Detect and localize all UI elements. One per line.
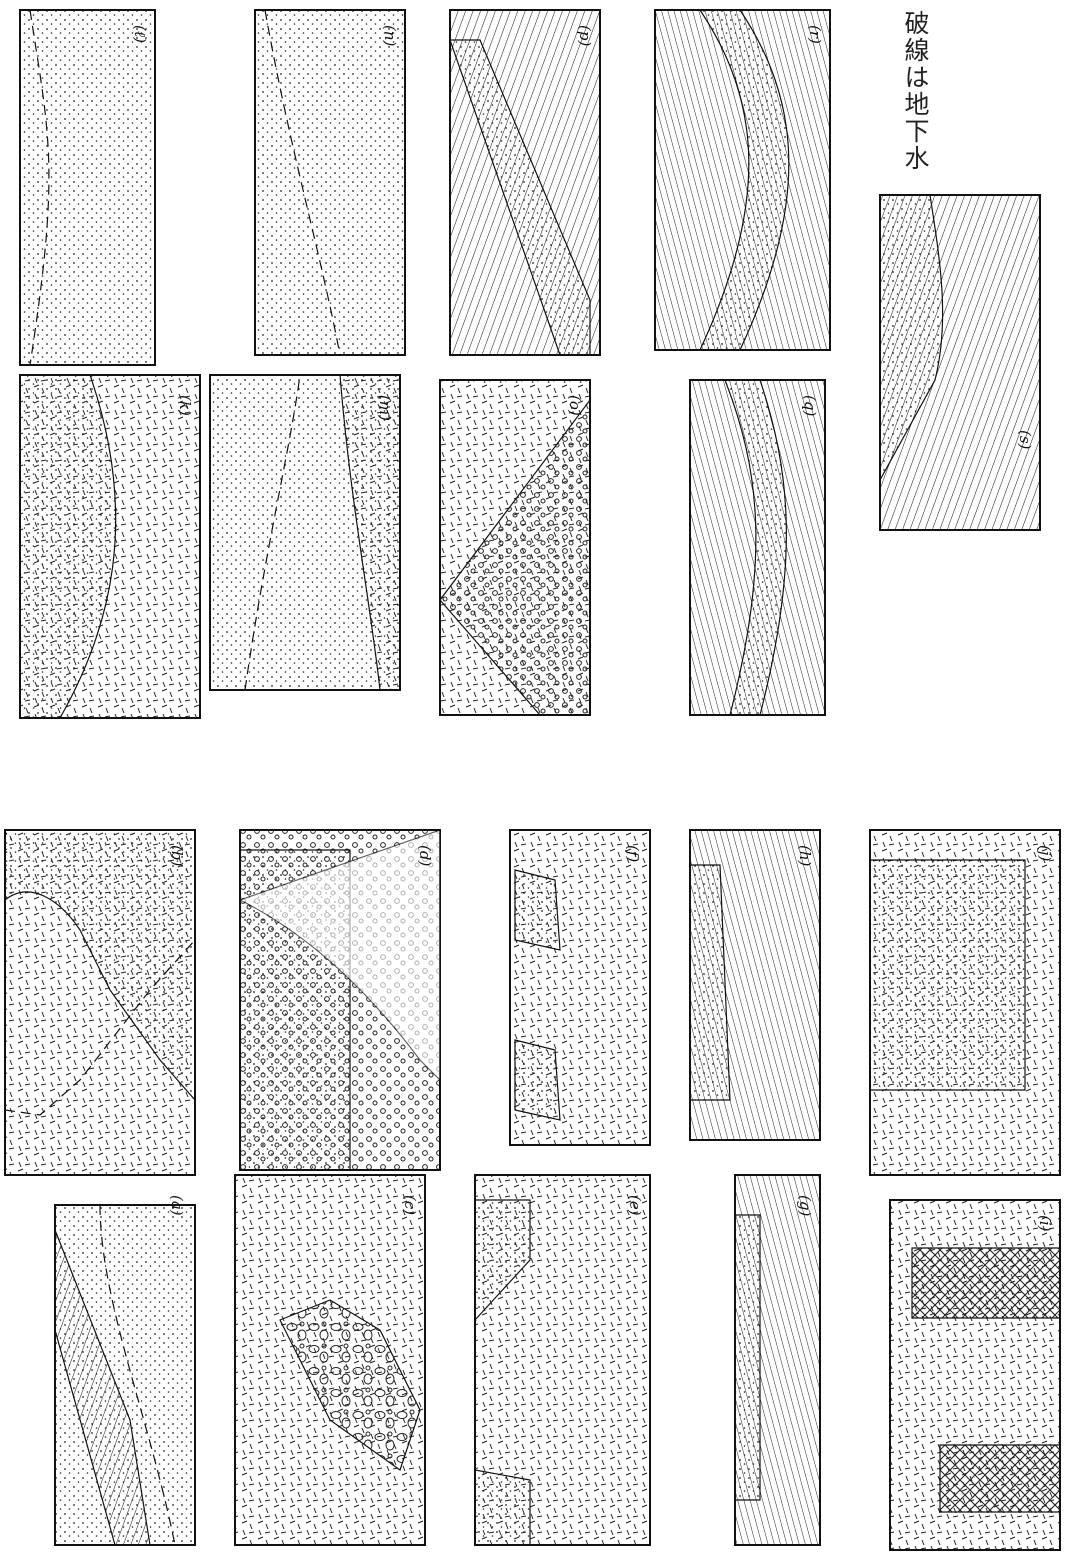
panel-k bbox=[20, 375, 200, 718]
panel-g bbox=[735, 1175, 820, 1545]
panel-n bbox=[255, 10, 405, 355]
label-f: (f) bbox=[624, 845, 642, 862]
label-b: (b) bbox=[168, 845, 186, 866]
label-d: (d) bbox=[416, 845, 434, 866]
panel-r bbox=[655, 10, 830, 350]
label-o: (o) bbox=[566, 395, 584, 416]
panel-d bbox=[240, 830, 440, 1170]
label-l: (ℓ) bbox=[131, 25, 149, 43]
label-e: (e) bbox=[626, 1195, 644, 1216]
label-q: (q) bbox=[801, 395, 819, 416]
label-r: (r) bbox=[806, 25, 824, 44]
panel-h bbox=[690, 830, 820, 1140]
label-h: (h) bbox=[796, 845, 814, 867]
label-a: (a) bbox=[168, 1195, 186, 1216]
panel-s bbox=[880, 195, 1040, 530]
label-j: (j) bbox=[1036, 845, 1054, 862]
panel-i bbox=[890, 1200, 1060, 1550]
label-g: (g) bbox=[796, 1195, 814, 1216]
panel-q bbox=[690, 380, 825, 715]
panel-m bbox=[210, 375, 400, 690]
label-p: (p) bbox=[576, 25, 594, 46]
panel-e bbox=[475, 1175, 650, 1545]
groundwater-note: 破線は地下水 bbox=[888, 10, 928, 210]
label-m: (m) bbox=[376, 395, 394, 421]
label-i: (i) bbox=[1036, 1215, 1054, 1232]
panel-o bbox=[440, 380, 590, 715]
panel-f bbox=[510, 830, 650, 1145]
panel-c bbox=[235, 1175, 425, 1545]
panel-p bbox=[450, 10, 600, 355]
label-n: (n) bbox=[381, 25, 399, 47]
label-s: (s) bbox=[1016, 430, 1034, 450]
panel-l bbox=[20, 10, 155, 365]
panel-b bbox=[5, 830, 195, 1175]
label-c: (c) bbox=[401, 1195, 419, 1215]
label-k: (k) bbox=[176, 395, 194, 416]
panel-j bbox=[870, 830, 1060, 1175]
